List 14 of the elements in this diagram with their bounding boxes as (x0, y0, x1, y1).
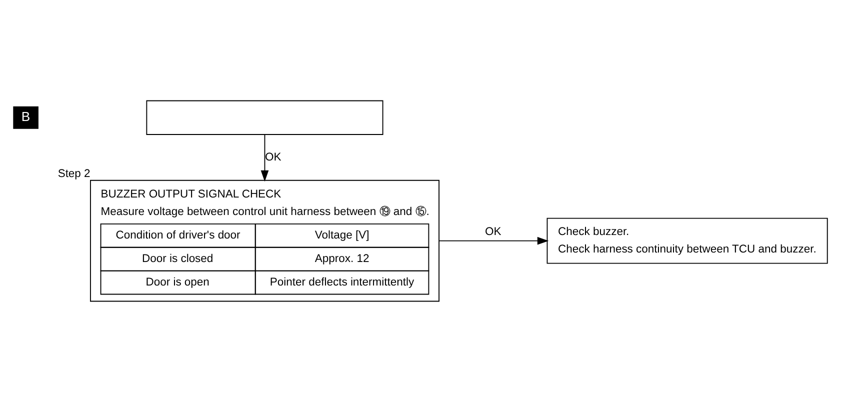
node-box (146, 100, 384, 135)
node-label: Step 2 (58, 168, 90, 180)
node-box: Check buzzer. Check harness continuity between TCU and buzzer. (546, 218, 828, 264)
label: Door is open (146, 276, 210, 288)
edge-label: OK (484, 226, 502, 238)
arrow (438, 236, 549, 245)
label: Door is closed (142, 252, 214, 265)
label: Voltage [V] (314, 230, 370, 242)
label: Condition of driver's door (116, 230, 240, 242)
label: Approx. 12 (314, 252, 370, 265)
arrow (260, 134, 269, 182)
label: Pointer deflects intermittently (270, 276, 414, 288)
label: B (21, 109, 30, 124)
edge-label: OK (265, 151, 282, 164)
